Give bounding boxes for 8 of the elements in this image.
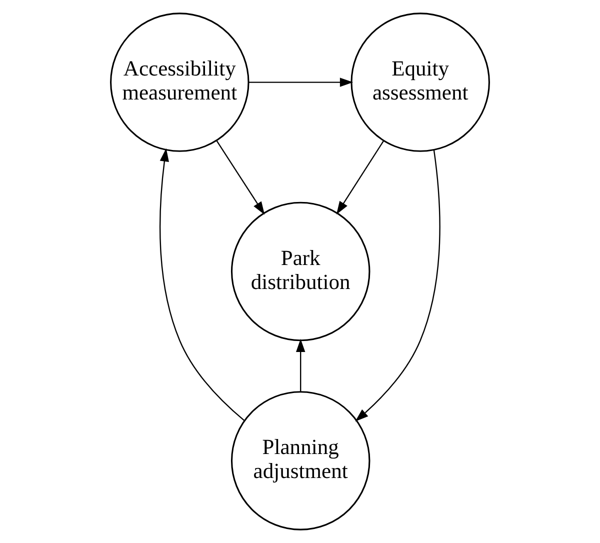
arrow	[248, 78, 354, 87]
node-circle: Equity assessment	[350, 12, 490, 152]
arrow	[216, 140, 265, 215]
arrow	[160, 148, 245, 422]
node-circle: Accessibility measurement	[110, 12, 250, 152]
arrow	[355, 150, 440, 422]
arrow	[296, 338, 306, 392]
arrow	[336, 140, 384, 214]
